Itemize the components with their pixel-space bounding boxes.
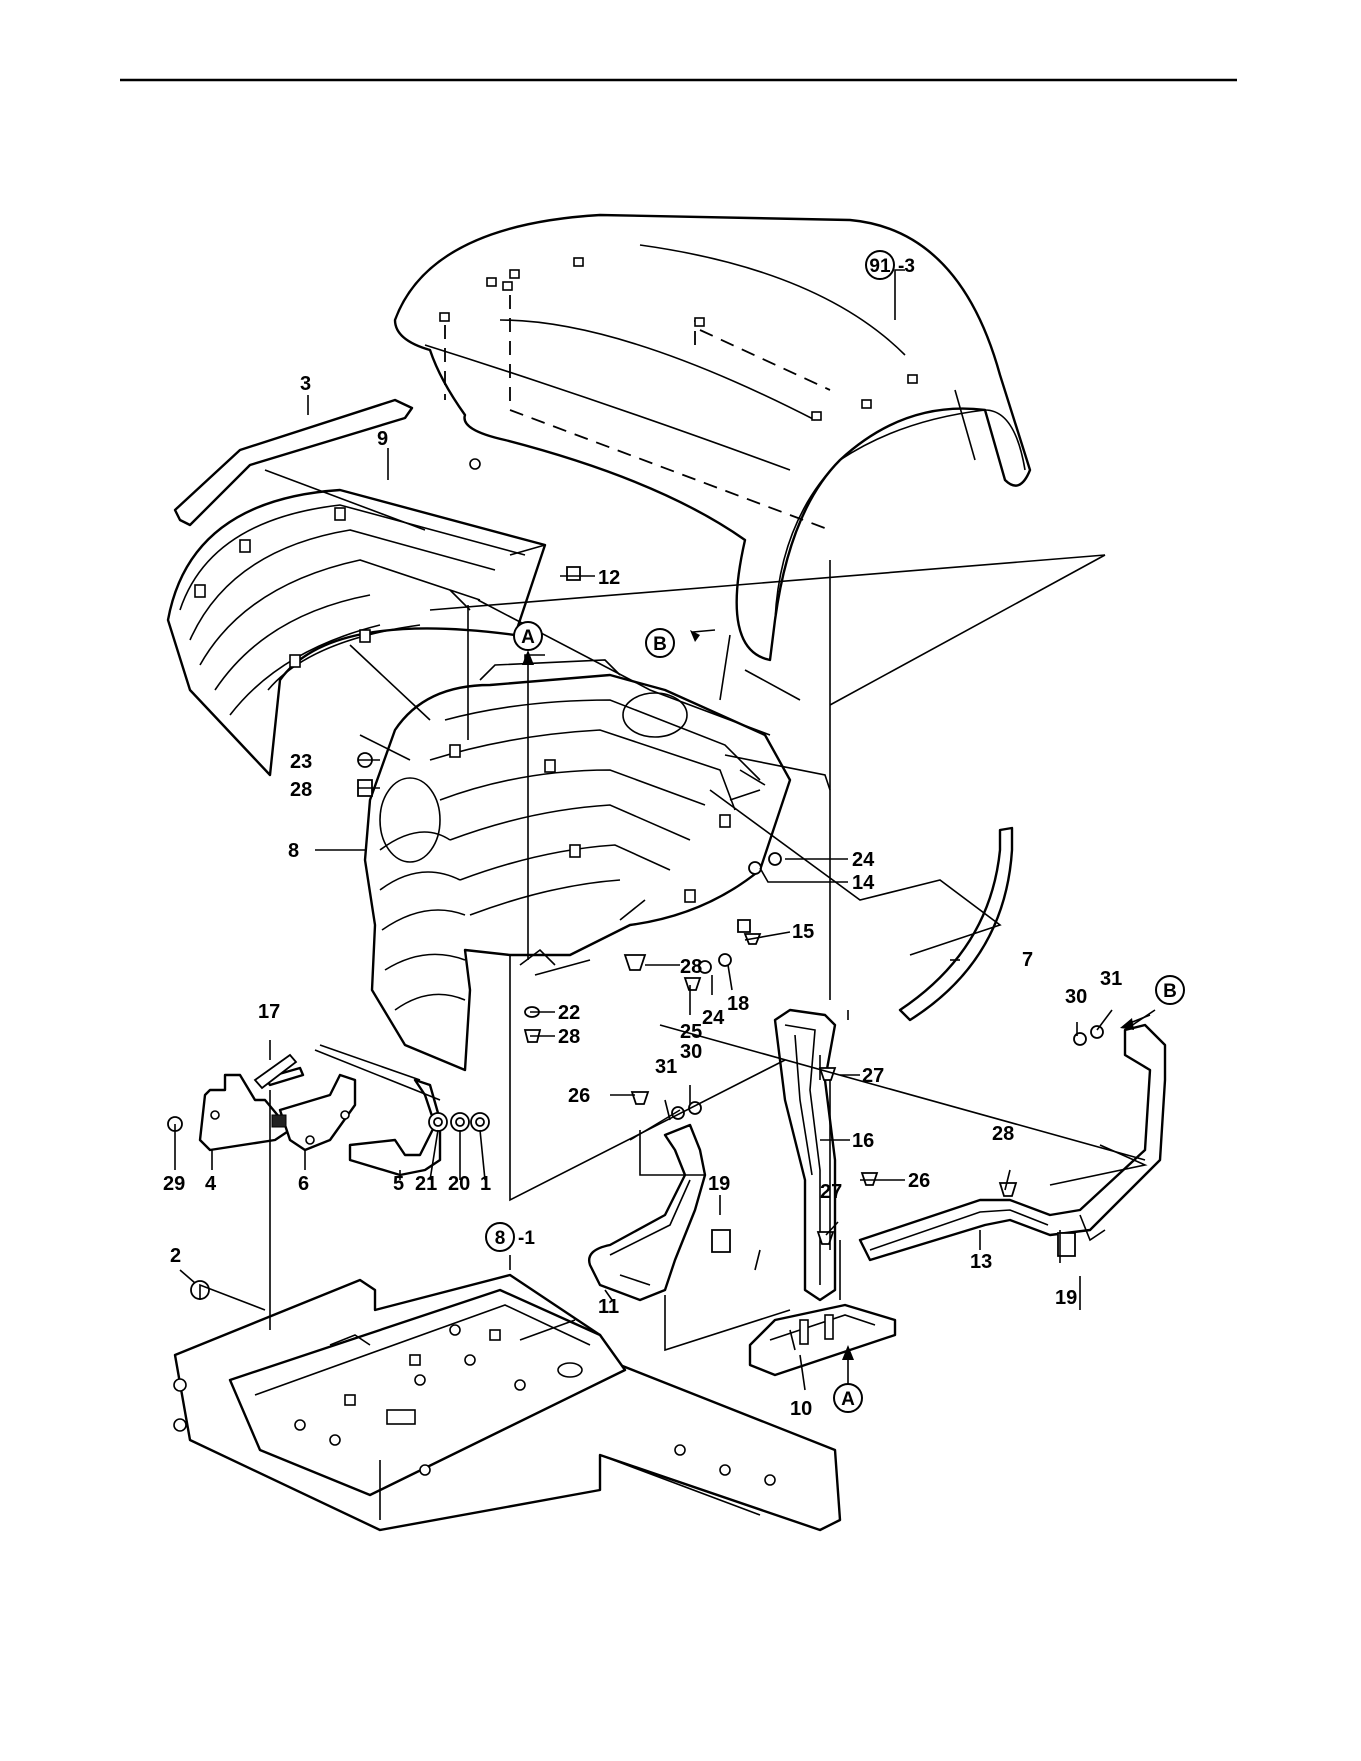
label-25: 25 (680, 1021, 702, 1043)
label-20: 20 (448, 1173, 470, 1195)
label-19a: 19 (708, 1173, 730, 1195)
label-12: 12 (598, 567, 620, 589)
svg-text:B: B (1163, 981, 1177, 1002)
svg-text:A: A (521, 627, 535, 648)
svg-text:B: B (653, 634, 667, 655)
svg-text:91: 91 (869, 256, 891, 277)
label-27b: 27 (820, 1181, 842, 1203)
svg-text:-3: -3 (898, 256, 915, 277)
svg-text:8: 8 (495, 1228, 506, 1249)
side-rail-7 (900, 828, 1012, 1020)
label-2: 2 (170, 1245, 181, 1267)
label-28a: 28 (290, 779, 312, 801)
label-21b: 21 (415, 1173, 437, 1195)
label-28d: 28 (992, 1123, 1014, 1145)
label-30b: 30 (680, 1041, 702, 1063)
hinge-assembly (200, 1068, 440, 1175)
label-16: 16 (852, 1130, 874, 1152)
label-27a: 27 (862, 1065, 884, 1087)
callout-A-top: A (514, 622, 542, 650)
svg-text:-1: -1 (518, 1228, 535, 1249)
label-23: 23 (290, 751, 312, 773)
label-29b: 29 (163, 1173, 185, 1195)
label-11: 11 (598, 1296, 619, 1318)
label-5: 5 (393, 1173, 404, 1195)
base-plate (174, 1275, 840, 1530)
label-18: 18 (727, 993, 749, 1015)
label-14: 14 (852, 872, 875, 894)
callout-A-bottom: A (834, 1384, 862, 1412)
label-31a: 31 (1100, 968, 1122, 990)
label-19b: 19 (1055, 1287, 1077, 1309)
label-7: 7 (1022, 949, 1033, 971)
label-6: 6 (298, 1173, 309, 1195)
label-15: 15 (792, 921, 814, 943)
label-9: 9 (377, 428, 388, 450)
callout-B-top: B (646, 629, 674, 657)
label-1: 1 (480, 1173, 491, 1195)
label-13: 13 (970, 1251, 992, 1273)
callout-B-right: B (1156, 976, 1184, 1004)
label-22: 22 (558, 1002, 580, 1024)
label-28b: 28 (680, 956, 702, 978)
label-26a: 26 (568, 1085, 590, 1107)
svg-text:A: A (841, 1389, 855, 1410)
label-26b: 26 (908, 1170, 930, 1192)
label-24a: 24 (852, 849, 875, 871)
stay-16 (775, 1010, 835, 1300)
label-8: 8 (288, 840, 299, 862)
label-17: 17 (258, 1001, 280, 1023)
label-24b: 24 (702, 1007, 725, 1029)
label-28c: 28 (558, 1026, 580, 1048)
callout-8-1: 8 -1 (486, 1223, 535, 1251)
label-10: 10 (790, 1398, 812, 1420)
label-31b: 31 (655, 1056, 677, 1078)
callout-91-3: 91 -3 (866, 251, 915, 279)
label-3: 3 (300, 373, 311, 395)
label-4: 4 (205, 1173, 217, 1195)
label-30a: 30 (1065, 986, 1087, 1008)
